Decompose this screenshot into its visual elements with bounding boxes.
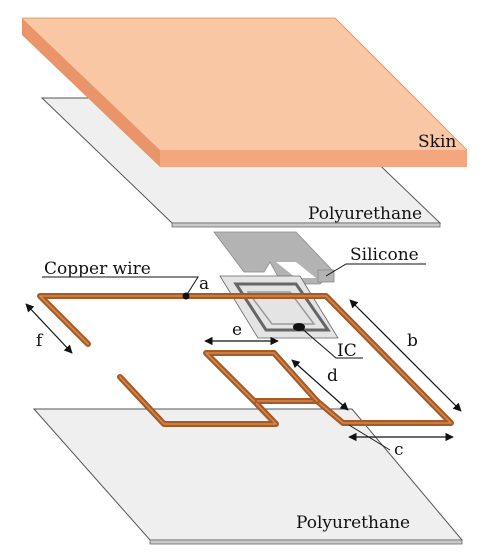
ic-coil-ring-inner — [246, 291, 316, 325]
dim-c-leader — [348, 424, 391, 451]
dim-d-arrow — [291, 359, 349, 411]
ic-leader — [299, 326, 363, 359]
copper-wire-label: Copper wire — [44, 259, 151, 279]
dim-f-label: f — [36, 331, 44, 351]
copper-wire-inner-loop-highlight — [205, 352, 318, 402]
ic-coil-ring — [233, 282, 331, 332]
copper-wire-leader — [42, 276, 199, 297]
labels: Skin Polyurethane Silicone Copper wire I… — [36, 132, 456, 533]
silicone-label: Silicone — [350, 245, 419, 265]
skin-left-face — [22, 18, 160, 167]
skin-top-face — [22, 18, 467, 150]
dim-a-label: a — [199, 274, 209, 294]
top-polyurethane-label: Polyurethane — [308, 204, 422, 224]
dim-f-arrow — [25, 303, 73, 354]
bottom-polyurethane-layer — [32, 408, 464, 545]
silicone-leader — [325, 263, 426, 277]
ic-label: IC — [337, 341, 357, 361]
skin-layer — [22, 17, 468, 167]
dim-b-label: b — [407, 331, 418, 351]
silicone-notch — [276, 262, 316, 278]
dim-e-label: e — [232, 320, 242, 340]
dim-c-label: c — [394, 440, 404, 460]
skin-label: Skin — [418, 132, 456, 152]
skin-front-face — [160, 150, 467, 167]
silicone-piece — [213, 231, 335, 285]
dim-b-arrow — [349, 299, 462, 412]
ic-assembly — [219, 275, 339, 339]
copper-wire-inner-loop — [203, 350, 320, 404]
bottom-sheet-edge — [149, 539, 463, 545]
dim-d-label: d — [327, 366, 338, 386]
leader-lines — [42, 263, 426, 359]
top-sheet-edge — [171, 222, 441, 228]
dimension-arrows — [25, 299, 462, 451]
bottom-polyurethane-label: Polyurethane — [296, 513, 410, 533]
